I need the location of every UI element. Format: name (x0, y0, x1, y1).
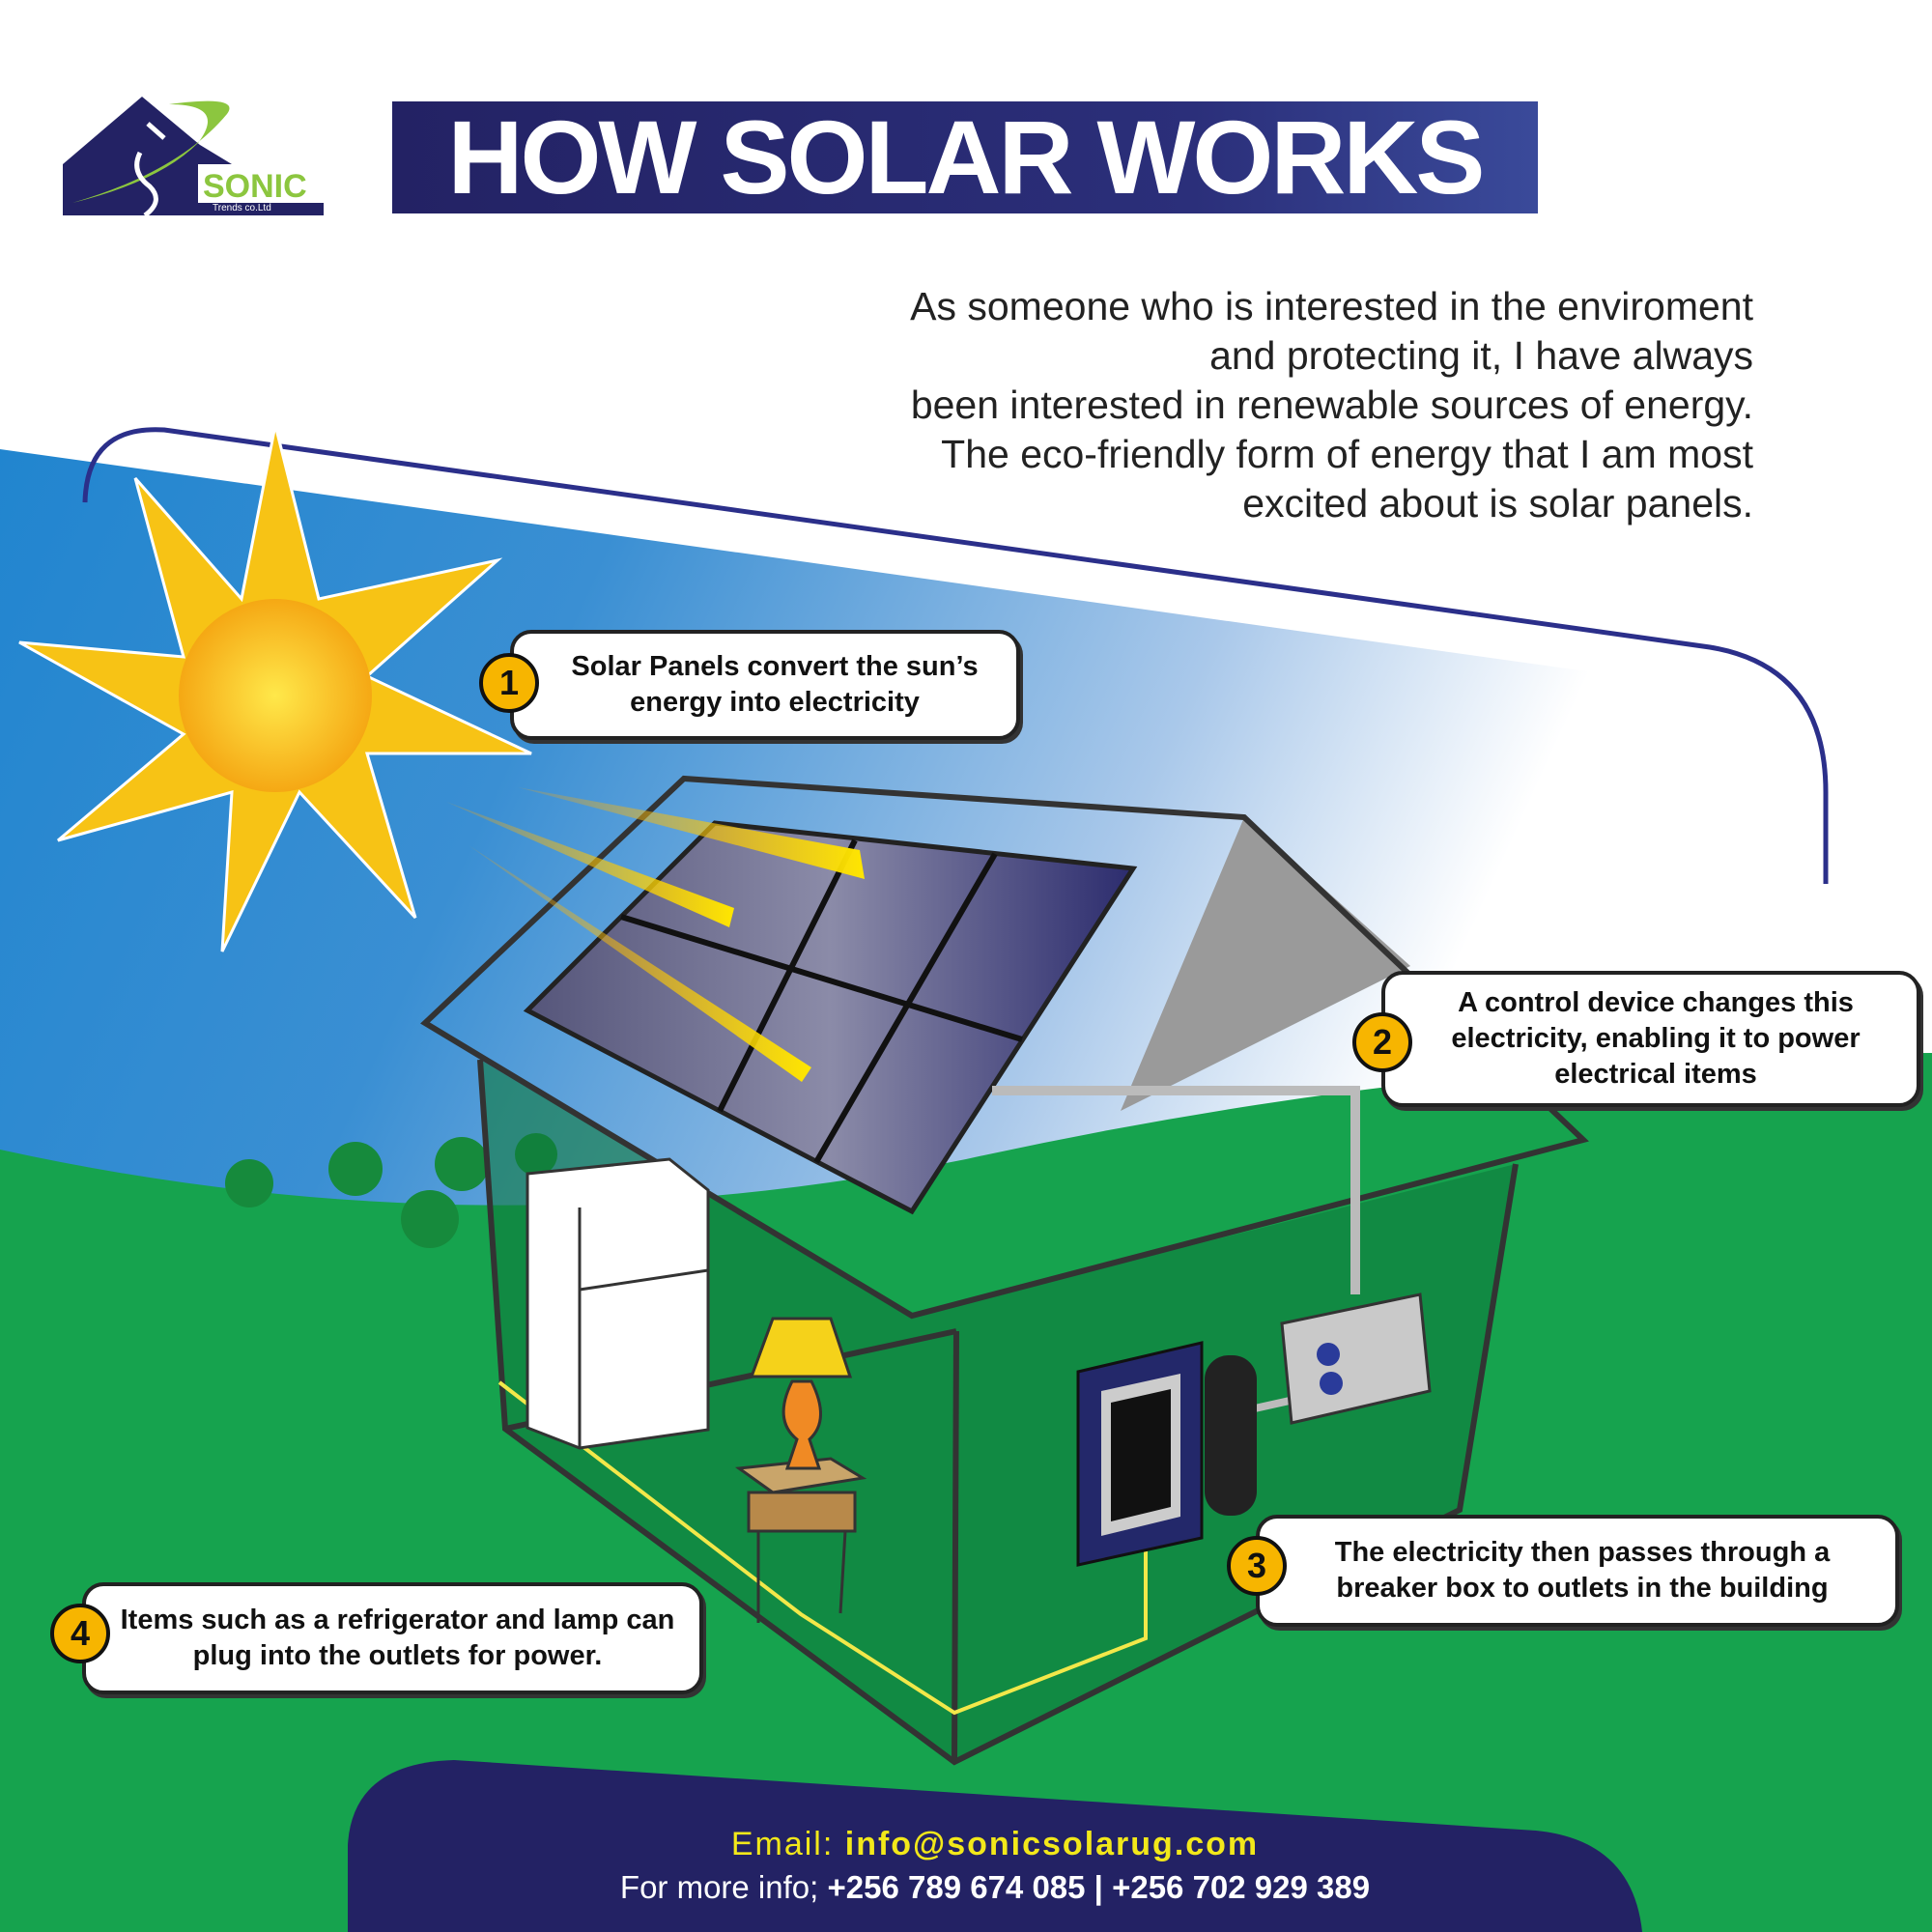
logo-brand: SONIC (203, 168, 307, 205)
info-label: For more info; (619, 1869, 819, 1905)
phone-numbers[interactable]: +256 789 674 085 | +256 702 929 389 (827, 1869, 1371, 1905)
sun-icon (18, 424, 532, 952)
logo-sub: Trends co.Ltd (213, 203, 271, 213)
frame-arc (82, 427, 1829, 884)
intro-line: As someone who is interested in the envi… (910, 284, 1753, 328)
intro-line: and protecting it, I have always (1209, 333, 1753, 378)
outlet-wire (497, 1380, 1148, 1716)
logo-house-plug-icon (63, 97, 324, 217)
email-link[interactable]: info@sonicsolarug.com (844, 1826, 1260, 1862)
control-device (1280, 1293, 1432, 1425)
footer: Email: info@sonicsolarug.com For more in… (348, 1826, 1642, 1906)
panel-wire (992, 1086, 1360, 1294)
step-4-text: Items such as a refrigerator and lamp ca… (120, 1605, 675, 1671)
step-1-callout: Solar Panels convert the sun’s energy in… (510, 630, 1020, 740)
step-4-badge: 4 (50, 1604, 110, 1663)
step-1-text: Solar Panels convert the sun’s energy in… (571, 651, 979, 718)
sun-rays (446, 787, 865, 1082)
intro-text: As someone who is interested in the envi… (691, 282, 1753, 528)
intro-line: The eco-friendly form of energy that I a… (941, 432, 1753, 476)
step-3-badge: 3 (1227, 1536, 1287, 1596)
intro-line: excited about is solar panels. (1242, 481, 1753, 526)
step-1-badge: 1 (479, 653, 539, 713)
step-3-callout: The electricity then passes through a br… (1256, 1515, 1899, 1627)
title-banner: HOW SOLAR WORKS (392, 101, 1538, 213)
lamp-table (734, 1317, 867, 1623)
step-4-callout: Items such as a refrigerator and lamp ca… (82, 1582, 703, 1694)
refrigerator (526, 1157, 710, 1450)
page-title: HOW SOLAR WORKS (447, 99, 1486, 215)
step-2-text: A control device changes this electricit… (1451, 987, 1861, 1090)
step-2-badge: 2 (1352, 1012, 1412, 1072)
step-3-text: The electricity then passes through a br… (1334, 1537, 1831, 1604)
trees (225, 1133, 557, 1248)
step-2-callout: A control device changes this electricit… (1381, 971, 1920, 1107)
email-label: Email: (730, 1826, 835, 1862)
company-logo: SONIC Trends co.Ltd (63, 95, 324, 225)
breaker-box (1076, 1341, 1257, 1567)
intro-line: been interested in renewable sources of … (910, 383, 1753, 427)
